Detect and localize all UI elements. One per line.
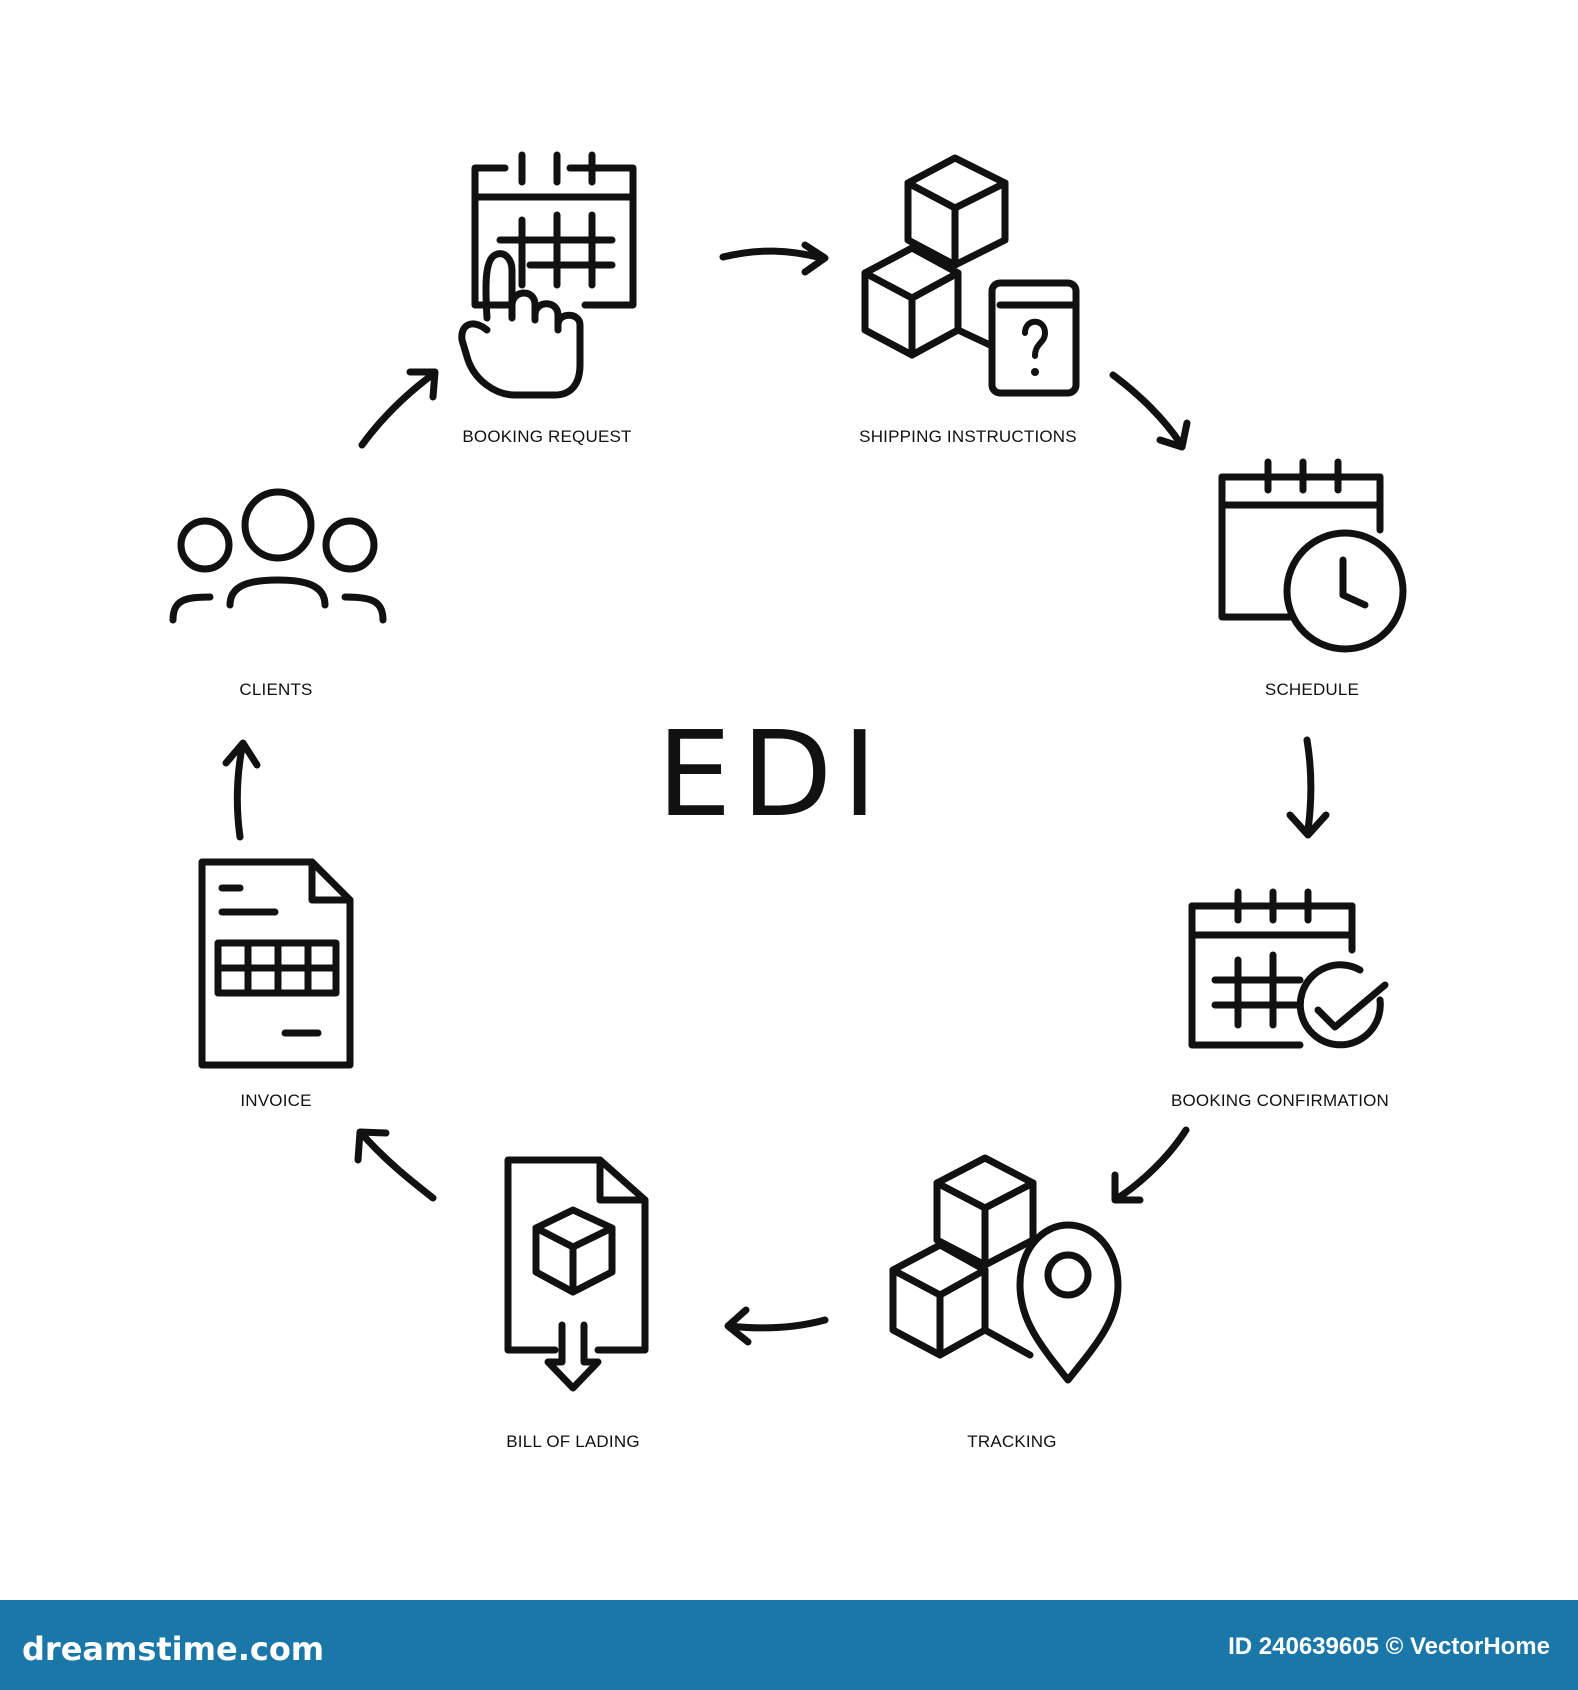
arrow-tracking-to-lading [726, 1316, 829, 1332]
step-label-bill-of-lading: BILL OF LADING [506, 1432, 640, 1451]
calendar-check-icon [1188, 888, 1389, 1049]
cycle-arrows [222, 241, 1330, 1346]
step-label-schedule: SCHEDULE [1264, 680, 1360, 699]
footer-brand-logo: dreamstime.com [22, 1630, 325, 1668]
arrow-clients-to-booking [358, 371, 436, 449]
calendar-clock-icon [1218, 458, 1407, 653]
footer-bar [0, 1600, 1578, 1690]
arrow-booking-to-shipping [719, 247, 826, 262]
step-label-booking-request: BOOKING REQUEST [462, 427, 632, 446]
step-label-tracking: TRACKING [967, 1432, 1057, 1451]
step-label-booking-confirmation: BOOKING CONFIRMATION [1170, 1091, 1390, 1110]
arrow-schedule-to-confirmation [1303, 736, 1315, 834]
boxes-question-icon [861, 154, 1080, 397]
arrow-invoice-to-clients [233, 744, 246, 841]
step-label-shipping-instructions: SHIPPING INSTRUCTIONS [859, 427, 1077, 446]
arrow-shipping-to-schedule [1109, 371, 1184, 447]
step-label-invoice: INVOICE [240, 1091, 312, 1110]
step-label-clients: CLIENTS [239, 680, 313, 699]
document-box-icon [504, 1156, 649, 1392]
arrow-confirmation-to-tracking [1114, 1126, 1190, 1202]
footer-credit: ID 240639605 © VectorHome [1228, 1633, 1550, 1660]
users-group-icon [169, 488, 387, 624]
invoice-icon [198, 858, 354, 1069]
diagram-title: EDI [656, 705, 888, 843]
boxes-location-icon [889, 1154, 1122, 1384]
calendar-tap-icon [458, 151, 637, 399]
arrow-lading-to-invoice [359, 1131, 437, 1202]
